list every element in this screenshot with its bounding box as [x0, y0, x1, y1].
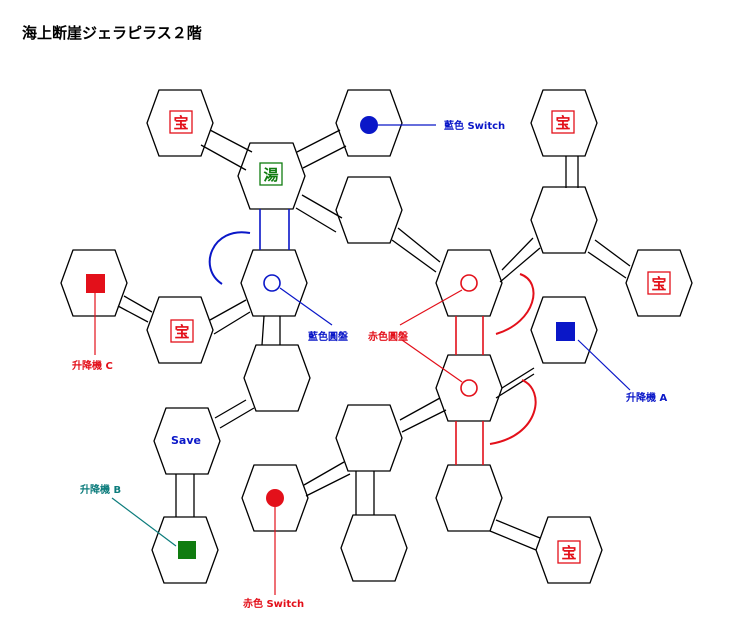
corridor: [175, 474, 195, 517]
blue-plate-leader: [279, 287, 333, 326]
red-plate-leader-lower: [401, 339, 463, 383]
corridor: [391, 227, 441, 273]
lift-b-icon: [178, 541, 196, 559]
lift-c-label: 升降機 C: [72, 359, 113, 372]
room-hex: [530, 296, 598, 364]
map-walls: [60, 89, 693, 584]
treasure-icon: [647, 271, 671, 295]
room-hex: [153, 407, 221, 475]
room-hex: [435, 249, 503, 317]
blue-plate-icon: [263, 274, 281, 292]
red-switch-icon: [266, 489, 284, 507]
lift-b-leader: [111, 497, 177, 547]
room-hex: [335, 176, 403, 244]
corridor: [499, 237, 541, 283]
lift-b-label: 升降機 B: [80, 483, 121, 496]
blue-switch-icon: [360, 116, 378, 134]
room-hex: [625, 249, 693, 317]
corridor: [200, 129, 253, 171]
red-bridge-upper: [455, 316, 484, 355]
lift-c-icon: [86, 274, 105, 293]
room-hex: [151, 516, 219, 584]
corridor: [214, 399, 255, 429]
red-rotate-arrow-upper: [495, 273, 535, 335]
red-plate-icon-lower: [460, 379, 478, 397]
treasure-icon: [170, 319, 194, 343]
room-hex: [243, 344, 311, 412]
corridor: [296, 129, 347, 169]
map-labels: 藍色 Switch 藍色圓盤 赤色圓盤 升降機 C 升降機 A 升降機 B 赤色…: [72, 119, 667, 610]
lift-a-icon: [556, 322, 575, 341]
blue-switch-label: 藍色 Switch: [444, 119, 505, 132]
leader-lines: [94, 124, 631, 595]
room-hex: [146, 89, 214, 157]
room-hex: [340, 514, 408, 582]
treasure-markers: 宝 宝 宝 宝 宝: [169, 110, 671, 564]
red-switch-label: 赤色 Switch: [243, 597, 304, 610]
room-hex: [335, 404, 403, 472]
room-hex: [335, 89, 403, 157]
room-hex: [435, 464, 503, 532]
treasure-text: 宝: [173, 114, 188, 132]
switch-markers: [266, 116, 378, 507]
room-hex: [60, 249, 128, 317]
corridor: [355, 471, 375, 515]
corridor: [261, 315, 281, 346]
lift-a-leader: [577, 339, 631, 391]
blue-bridge: [259, 209, 290, 250]
treasure-text: 宝: [174, 323, 189, 341]
map-title: 海上断崖ジェラピラス２階: [22, 24, 202, 42]
treasure-text: 宝: [561, 544, 576, 562]
red-bridge-lower: [455, 421, 484, 465]
hot-spring-marker: 湯: [259, 162, 283, 186]
plate-markers: [263, 274, 478, 397]
hot-spring-text: 湯: [263, 166, 278, 184]
corridor: [209, 299, 251, 335]
corridor: [399, 397, 447, 433]
room-hex: [530, 186, 598, 254]
treasure-icon: [557, 540, 581, 564]
room-hex: [240, 249, 308, 317]
red-plate-icon-upper: [460, 274, 478, 292]
corridor: [565, 156, 579, 188]
corridor: [295, 194, 343, 233]
treasure-icon: [169, 110, 193, 134]
room-hex: [237, 142, 306, 210]
corridor: [117, 295, 153, 323]
room-hex: [530, 89, 598, 157]
save-point-label: Save: [171, 434, 201, 447]
room-hex: [146, 296, 214, 364]
treasure-icon: [551, 110, 575, 134]
lift-a-label: 升降機 A: [626, 391, 667, 404]
map-bridges: [259, 209, 484, 465]
room-hex: [435, 354, 503, 422]
corridor: [489, 519, 541, 551]
blue-plate-label: 藍色圓盤: [308, 330, 349, 343]
hot-spring-icon: [259, 162, 283, 186]
treasure-text: 宝: [651, 275, 666, 293]
treasure-text: 宝: [555, 114, 570, 132]
blue-rotate-arrow: [208, 231, 251, 285]
red-plate-label: 赤色圓盤: [368, 330, 409, 343]
room-hex: [241, 464, 309, 532]
corridor: [303, 461, 351, 497]
map-arrows: [208, 231, 537, 445]
lift-markers: [86, 274, 575, 559]
corridor: [495, 367, 535, 399]
red-rotate-arrow-lower: [489, 379, 537, 445]
corridor: [587, 239, 631, 279]
red-plate-leader-upper: [399, 289, 463, 326]
